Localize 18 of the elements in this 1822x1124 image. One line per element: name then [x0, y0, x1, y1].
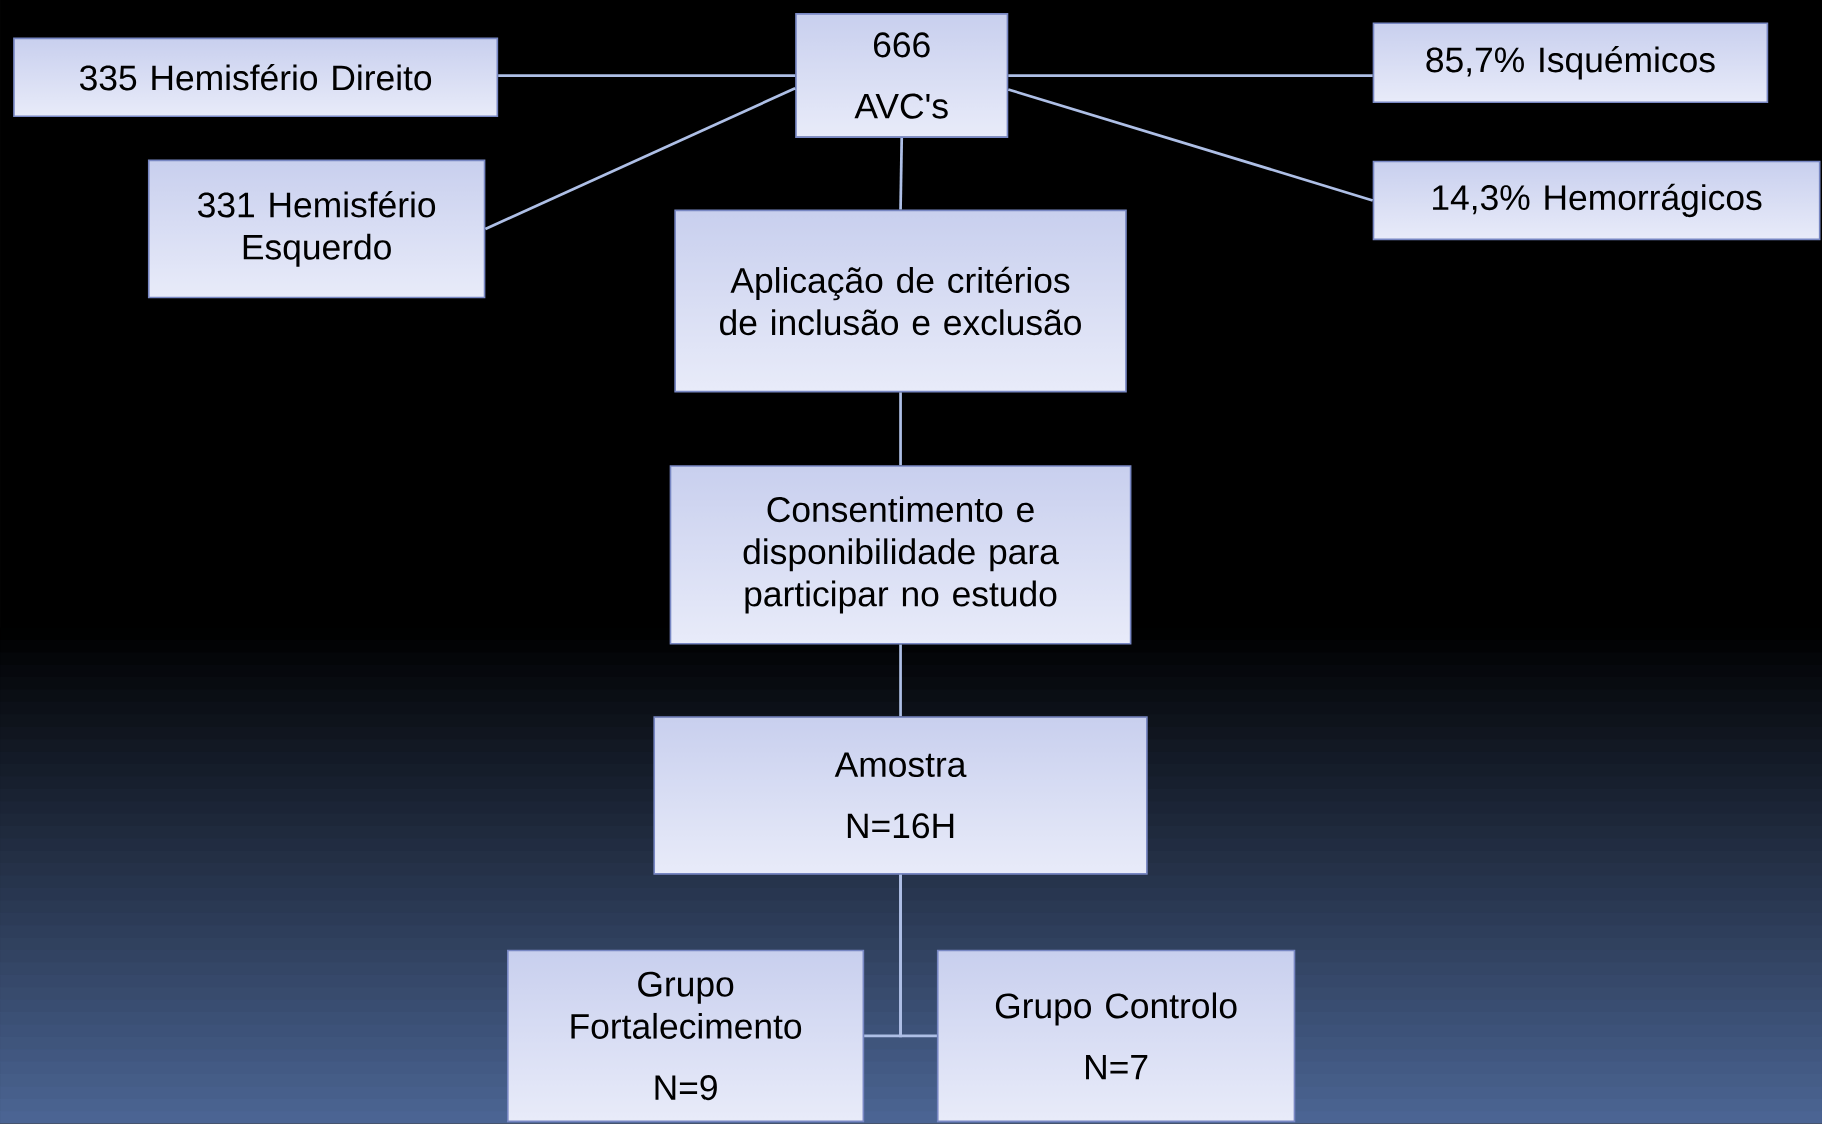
connector-line — [498, 74, 796, 78]
process-box: Aplicação de critérios de inclusão e exclusão — [674, 209, 1127, 393]
process-box: Grupo Fortalecimento N=9 — [507, 949, 865, 1123]
process-box: 666 AVC's — [795, 13, 1009, 139]
process-box: 85,7% Isquémicos — [1372, 22, 1769, 104]
process-box: Amostra N=16H — [653, 716, 1148, 875]
process-box: Grupo Controlo N=7 — [936, 949, 1296, 1123]
process-box: 14,3% Hemorrágicos — [1372, 160, 1821, 241]
connector-line — [1008, 74, 1373, 78]
connector-line — [899, 138, 904, 210]
connector-line — [1007, 88, 1374, 202]
connector-line — [899, 392, 902, 466]
connector-line — [484, 87, 796, 231]
process-box: 331 Hemisfério Esquerdo — [147, 159, 486, 299]
connector-line — [899, 874, 937, 1038]
connector-line — [899, 644, 902, 717]
process-box: 335 Hemisfério Direito — [13, 37, 499, 118]
process-box: Consentimento e disponibilidade para participar no estudo — [669, 465, 1132, 645]
